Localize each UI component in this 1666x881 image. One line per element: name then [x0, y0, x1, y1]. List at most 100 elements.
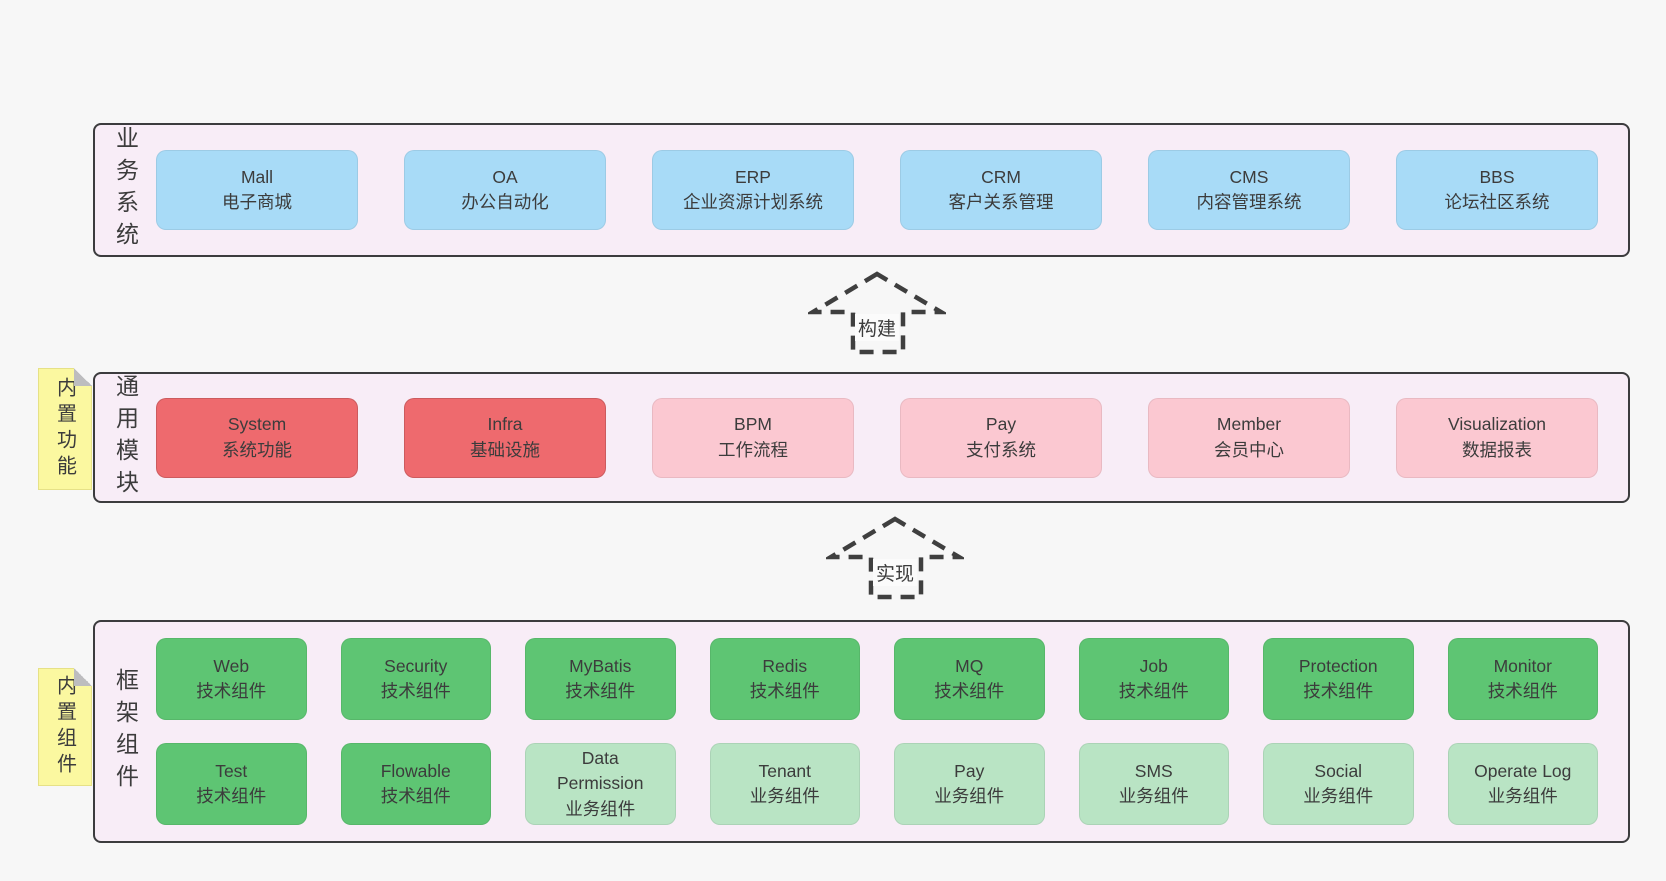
- box-cms: CMS 内容管理系统: [1148, 150, 1350, 230]
- box-title: BBS: [1479, 166, 1515, 187]
- sticky-note-label: 内置组件: [53, 675, 76, 779]
- box-title: Job: [1139, 655, 1168, 676]
- box-title: OA: [492, 166, 518, 187]
- box-system: System 系统功能: [156, 397, 358, 478]
- box-title: Test: [215, 760, 248, 781]
- box-subtitle: 内容管理系统: [1196, 192, 1302, 212]
- box-erp: ERP 企业资源计划系统: [652, 150, 854, 230]
- box-test: Test 技术组件: [156, 743, 307, 825]
- box-title: BPM: [734, 414, 772, 435]
- box-oa: OA 办公自动化: [404, 150, 606, 230]
- box-web: Web 技术组件: [156, 638, 307, 720]
- arrow-implement-label: 实现: [872, 559, 918, 586]
- box-operate-log: Operate Log 业务组件: [1447, 743, 1598, 825]
- box-subtitle: 客户关系管理: [948, 192, 1054, 212]
- section-label-framework-components: 框架组件: [112, 667, 139, 796]
- box-pay: Pay 支付系统: [900, 397, 1102, 478]
- box-flowable: Flowable 技术组件: [340, 743, 491, 825]
- box-subtitle: 技术组件: [934, 681, 1005, 701]
- box-subtitle: 论坛社区系统: [1444, 192, 1550, 212]
- box-title: Data Permission: [556, 747, 644, 794]
- box-subtitle: 基础设施: [470, 439, 540, 460]
- box-visualization: Visualization 数据报表: [1396, 397, 1598, 478]
- folded-corner-icon: [74, 368, 92, 386]
- sticky-note-label: 内置功能: [53, 377, 76, 481]
- box-subtitle: 企业资源计划系统: [683, 192, 823, 212]
- box-title: Operate Log: [1474, 760, 1572, 781]
- box-subtitle: 业务组件: [1487, 786, 1558, 806]
- section-rows: Mall 电子商城 OA 办公自动化 ERP 企业资源计划系统 CRM 客户关系管理 CMS 内容…: [156, 125, 1628, 255]
- box-title: Tenant: [758, 760, 812, 781]
- box-redis: Redis 技术组件: [709, 638, 860, 720]
- box-subtitle: 技术组件: [565, 681, 636, 701]
- section-business-systems: 业务系统 Mall 电子商城 OA 办公自动化 ERP 企业资源计划系统 CRM 客户关系管理…: [93, 123, 1630, 257]
- arrow-implement: 实现: [826, 513, 964, 601]
- box-subtitle: 技术组件: [196, 681, 267, 701]
- box-subtitle: 支付系统: [966, 439, 1036, 460]
- dashed-up-arrow-icon: [826, 516, 964, 600]
- box-title: CRM: [981, 166, 1021, 187]
- box-title: Pay: [985, 414, 1017, 435]
- section-label-common-modules: 通用模块: [112, 373, 139, 502]
- box-subtitle: 业务组件: [565, 798, 636, 819]
- box-title: CMS: [1229, 166, 1269, 187]
- box-subtitle: 电子商城: [222, 192, 292, 212]
- box-title: System: [227, 414, 287, 435]
- box-title: Flowable: [380, 760, 451, 781]
- section-common-modules: 通用模块 System 系统功能 Infra 基础设施 BPM 工作流程 Pay 支付系统 Me…: [93, 372, 1630, 503]
- box-subtitle: 办公自动化: [461, 192, 549, 212]
- box-title: Redis: [762, 655, 808, 676]
- box-title: Web: [213, 655, 250, 676]
- sticky-note-builtin-features: 内置功能: [38, 368, 92, 490]
- box-title: SMS: [1134, 760, 1173, 781]
- box-title: Infra: [487, 414, 523, 435]
- sticky-note-builtin-components: 内置组件: [38, 668, 92, 786]
- box-subtitle: 技术组件: [196, 786, 267, 806]
- box-subtitle: 业务组件: [749, 786, 820, 806]
- box-title: Social: [1314, 760, 1363, 781]
- box-subtitle: 业务组件: [1118, 786, 1189, 806]
- box-bbs: BBS 论坛社区系统: [1396, 150, 1598, 230]
- box-title: Protection: [1298, 655, 1378, 676]
- box-monitor: Monitor 技术组件: [1447, 638, 1598, 720]
- box-mall: Mall 电子商城: [156, 150, 358, 230]
- box-subtitle: 技术组件: [380, 681, 451, 701]
- box-subtitle: 工作流程: [718, 439, 788, 460]
- box-subtitle: 系统功能: [222, 439, 292, 460]
- box-data-permission: Data Permission 业务组件: [525, 743, 676, 825]
- box-title: ERP: [735, 166, 771, 187]
- box-security: Security 技术组件: [340, 638, 491, 720]
- dashed-up-arrow-icon: [808, 271, 946, 355]
- box-title: Security: [384, 655, 448, 676]
- box-subtitle: 业务组件: [1303, 786, 1374, 806]
- box-title: MyBatis: [569, 655, 632, 676]
- box-infra: Infra 基础设施: [404, 397, 606, 478]
- section-label-business-systems: 业务系统: [112, 126, 139, 254]
- folded-corner-icon: [74, 668, 92, 686]
- box-subtitle: 技术组件: [1487, 681, 1558, 701]
- box-row: Mall 电子商城 OA 办公自动化 ERP 企业资源计划系统 CRM 客户关系管理 CMS 内容…: [156, 150, 1598, 230]
- box-subtitle: 业务组件: [934, 786, 1005, 806]
- box-crm: CRM 客户关系管理: [900, 150, 1102, 230]
- box-title: Monitor: [1493, 655, 1552, 676]
- box-title: Visualization: [1448, 414, 1546, 435]
- box-tenant: Tenant 业务组件: [709, 743, 860, 825]
- box-mq: MQ 技术组件: [894, 638, 1045, 720]
- box-title: Mall: [240, 166, 274, 187]
- box-mybatis: MyBatis 技术组件: [525, 638, 676, 720]
- box-subtitle: 数据报表: [1462, 439, 1532, 460]
- box-title: MQ: [955, 655, 984, 676]
- box-subtitle: 技术组件: [380, 786, 451, 806]
- box-sms: SMS 业务组件: [1078, 743, 1229, 825]
- box-subtitle: 技术组件: [749, 681, 820, 701]
